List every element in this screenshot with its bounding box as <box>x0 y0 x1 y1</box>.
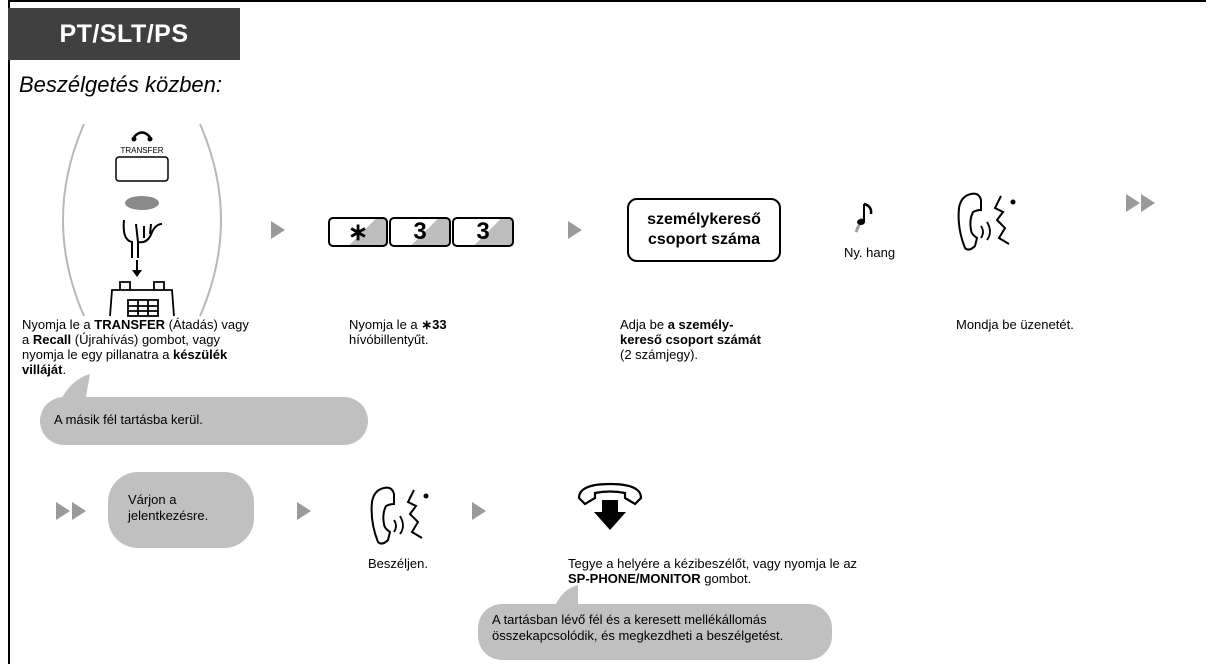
step-arrow <box>271 221 285 239</box>
star-key: ∗ <box>328 217 388 247</box>
transfer-hookswitch-illustration: TRANSFER <box>62 123 222 317</box>
step1-instruction: Nyomja le a TRANSFER (Átadás) vagy a Rec… <box>22 317 249 377</box>
step4-instruction: Mondja be üzenetét. <box>956 317 1074 332</box>
hangup-instruction: Tegye a helyére a kézibeszélőt, vagy nyo… <box>568 556 858 586</box>
confirmation-tone-icon <box>854 202 873 233</box>
step-arrow <box>568 221 582 239</box>
svg-text:TRANSFER: TRANSFER <box>120 146 163 155</box>
connect-info-bubble: A tartásban lévő fél és a keresett mellé… <box>478 604 832 660</box>
continue-arrow <box>1141 194 1155 212</box>
tone-label: Ny. hang <box>844 245 896 260</box>
device-type-tab: PT/SLT/PS <box>8 8 240 60</box>
continue-arrow <box>56 502 70 520</box>
diagram-frame <box>8 0 1206 664</box>
hand-icon <box>122 219 163 258</box>
hookswitch-icon <box>109 281 175 317</box>
talk-icon <box>370 486 429 545</box>
transfer-arrow-icon <box>131 131 153 142</box>
continue-arrow <box>1126 194 1140 212</box>
connect-bubble-tail <box>554 585 578 608</box>
talk-icon <box>957 192 1016 251</box>
digit-3-key: 3 <box>452 217 514 247</box>
step-arrow <box>472 502 486 520</box>
subtitle: Beszélgetés közben: <box>19 72 223 97</box>
continue-arrow <box>72 502 86 520</box>
hang-up-icon <box>577 482 643 530</box>
step2-instruction: Nyomja le a ∗33 hívóbillentyűt. <box>349 317 447 347</box>
talk-label: Beszéljen. <box>368 556 428 571</box>
hold-info-bubble: A másik fél tartásba kerül. <box>40 397 368 445</box>
step-arrow <box>297 502 311 520</box>
step3-instruction: Adja be a személy- kereső csoport számát… <box>620 317 761 362</box>
hold-bubble-tail <box>60 374 90 402</box>
digit-3-key: 3 <box>389 217 451 247</box>
